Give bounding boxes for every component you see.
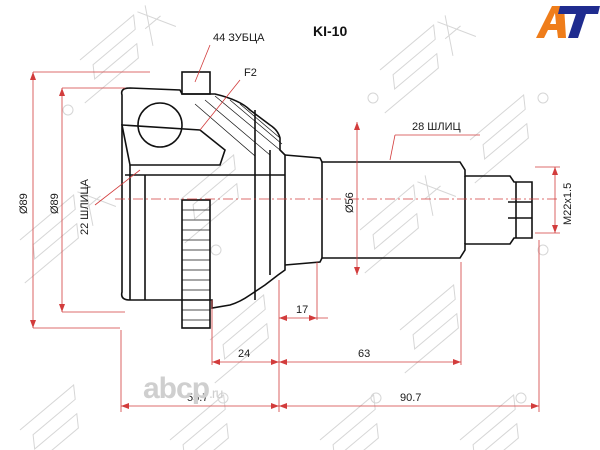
dim-17: 17 xyxy=(296,304,309,316)
callout-teeth: 44 ЗУБЦА xyxy=(213,32,265,44)
dim-90-7: 90.7 xyxy=(400,392,422,404)
dim-outer-dia-1: Ø89 xyxy=(18,193,30,214)
dim-24: 24 xyxy=(238,348,251,360)
callout-inner-splines: 22 ШЛИЦА xyxy=(79,179,91,235)
dim-outer-dia-2: Ø89 xyxy=(49,193,61,214)
dim-shaft-dia: Ø56 xyxy=(344,192,356,213)
at-logo-icon xyxy=(536,6,600,38)
dim-thread: M22x1.5 xyxy=(562,182,574,225)
site-watermark: abcp.ru xyxy=(143,372,223,405)
dim-55-7: 55.7 xyxy=(187,392,209,404)
dim-63: 63 xyxy=(358,348,371,360)
callout-outer-splines: 28 ШЛИЦ xyxy=(412,121,461,133)
part-code: KI-10 xyxy=(313,23,348,39)
callout-f2: F2 xyxy=(244,67,257,79)
